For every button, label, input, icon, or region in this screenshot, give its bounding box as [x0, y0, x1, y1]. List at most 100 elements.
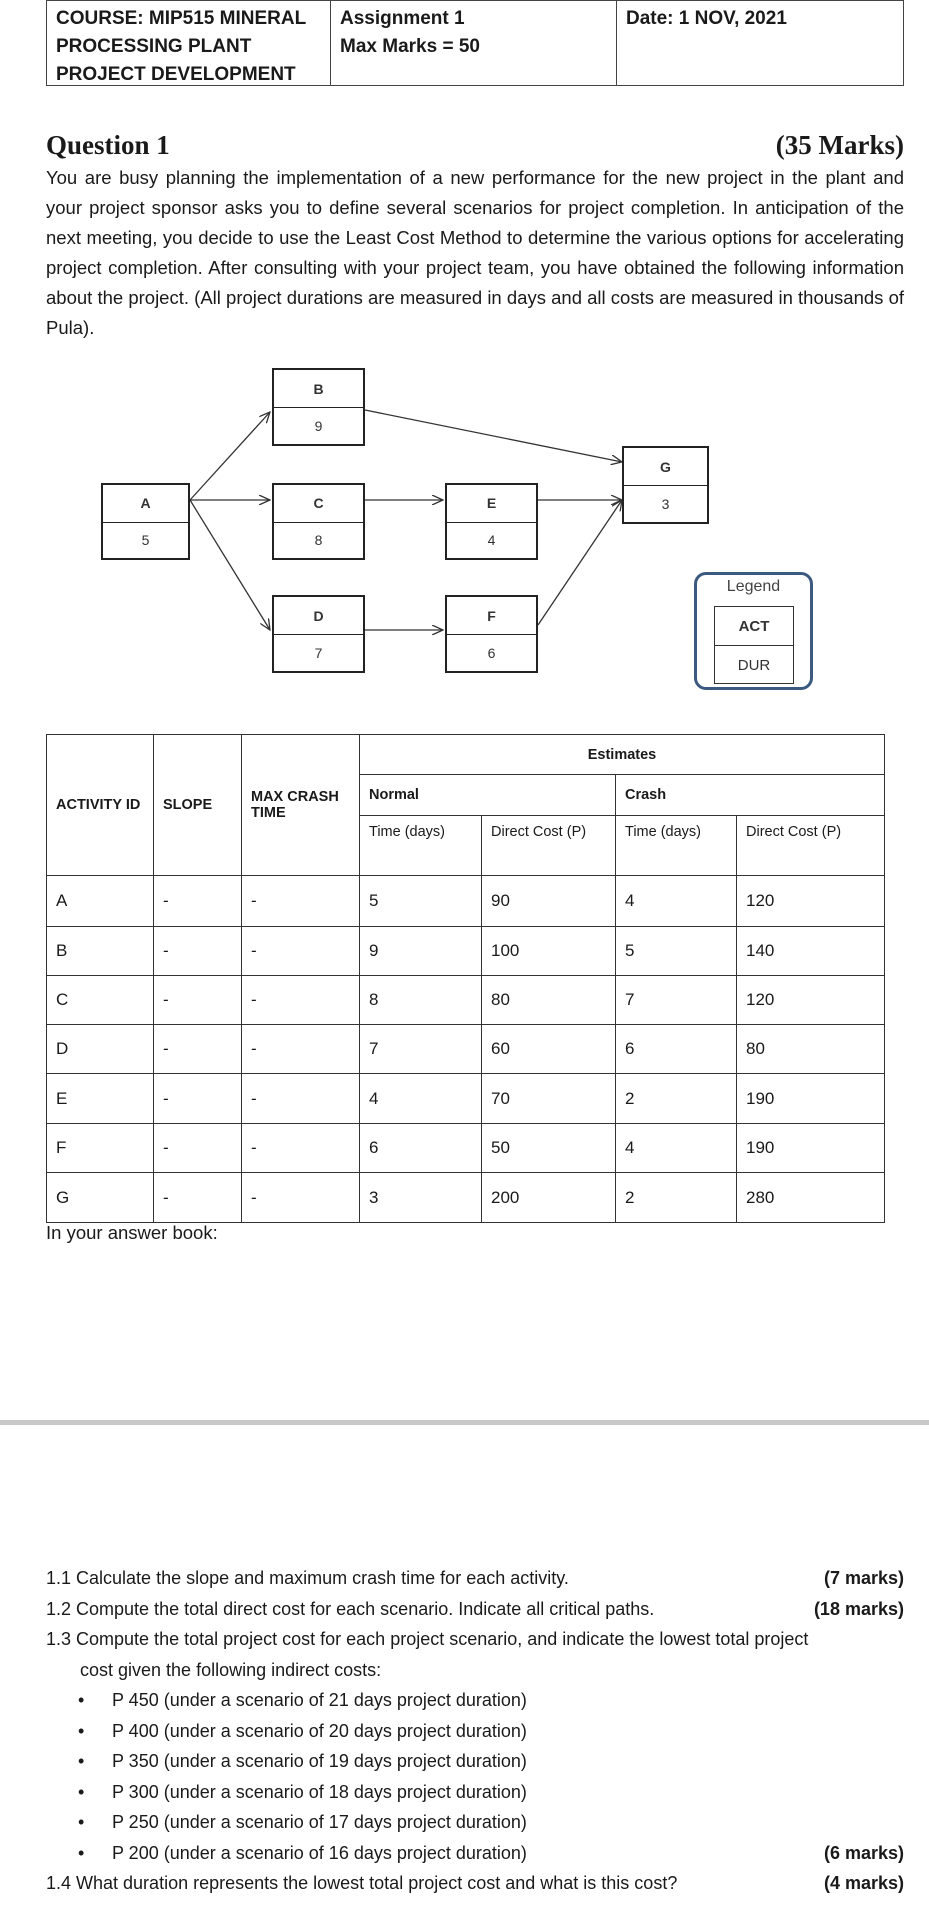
subquestion-marks: (18 marks) [813, 1598, 904, 1619]
header-normal: Normal [359, 774, 616, 816]
node-act: E [447, 485, 536, 523]
subquestion-text: cost given the following indirect costs: [80, 1659, 382, 1680]
cell: - [153, 926, 242, 976]
subquestion-text: 1.2 Compute the total direct cost for ea… [46, 1598, 655, 1619]
subquestion-marks: (6 marks) [823, 1842, 904, 1863]
node-act: D [274, 597, 363, 635]
cell: 2 [615, 1172, 737, 1223]
bullet-dot: • [78, 1720, 85, 1741]
assignment-title: Assignment 1 [340, 8, 465, 29]
header-estimates: Estimates [359, 734, 885, 775]
cell: - [153, 975, 242, 1025]
node-dur: 8 [314, 531, 323, 548]
cell: - [153, 1024, 242, 1074]
header-normal-time: Time (days) [359, 815, 482, 876]
header-crash: Crash [615, 774, 885, 816]
node-a: A 5 [101, 483, 190, 560]
cell: 6 [615, 1024, 737, 1074]
legend: Legend ACT DUR [694, 572, 813, 690]
cell: - [241, 975, 360, 1025]
subquestion-1-4: 1.4 What duration represents the lowest … [46, 1868, 904, 1899]
cell: 2 [615, 1073, 737, 1124]
cell: 9 [359, 926, 482, 976]
cell: - [153, 875, 242, 927]
question-intro: You are busy planning the implementation… [46, 167, 904, 338]
cell: 140 [736, 926, 885, 976]
cell: 5 [359, 875, 482, 927]
subquestion-marks: (7 marks) [823, 1568, 904, 1588]
answer-book-label: In your answer book: [46, 1222, 218, 1243]
cell: 6 [359, 1123, 482, 1173]
subquestion-1-3-cont: cost given the following indirect costs: [46, 1655, 904, 1686]
cell: 90 [481, 875, 616, 927]
assignment-cell: Assignment 1 Max Marks = 50 [331, 1, 617, 85]
node-act: F [447, 597, 536, 635]
subquestions: 1.1 Calculate the slope and maximum cras… [46, 1563, 904, 1899]
node-dur: 6 [487, 644, 496, 661]
subquestion-text: 1.1 Calculate the slope and maximum cras… [46, 1568, 569, 1588]
node-act: G [624, 448, 707, 486]
subquestion-1-3: 1.3 Compute the total project cost for e… [46, 1624, 904, 1655]
legend-dur: DUR [737, 656, 771, 674]
cell: - [241, 1172, 360, 1223]
cell: 280 [736, 1172, 885, 1223]
cell: 4 [359, 1073, 482, 1124]
node-dur: 7 [314, 644, 323, 661]
node-dur: 5 [141, 531, 150, 548]
bullet-item: • P 400 (under a scenario of 20 days proj… [46, 1716, 904, 1747]
subquestion-text: 1.4 What duration represents the lowest … [46, 1873, 678, 1893]
bullet-item: •P 350 (under a scenario of 19 days proj… [46, 1746, 904, 1777]
cell: 100 [481, 926, 616, 976]
cell: 7 [359, 1024, 482, 1074]
cell: 80 [736, 1024, 885, 1074]
cell: 120 [736, 875, 885, 927]
bullet-dot: • [78, 1781, 85, 1802]
cell: 50 [481, 1123, 616, 1173]
bullet-item: • P 300 (under a scenario of 18 days proj… [46, 1777, 904, 1808]
bullet-dot: • [78, 1751, 85, 1771]
header-table: COURSE: MIP515 MINERAL PROCESSING PLANT … [46, 0, 904, 86]
cell: - [241, 1123, 360, 1173]
node-dur: 4 [487, 531, 496, 548]
subquestion-marks: (4 marks) [823, 1873, 904, 1893]
bullet-text: P 250 (under a scenario of 17 days proje… [112, 1812, 527, 1832]
header-crash-time: Time (days) [615, 815, 737, 876]
header-normal-cost: Direct Cost (P) [481, 815, 616, 876]
node-act: A [103, 485, 188, 523]
bullet-text: P 400 (under a scenario of 20 days proje… [112, 1720, 527, 1741]
bullet-text: P 300 (under a scenario of 18 days proje… [112, 1781, 527, 1802]
cell: 190 [736, 1073, 885, 1124]
network-arrows [189, 409, 929, 680]
cell: 200 [481, 1172, 616, 1223]
cell: 8 [359, 975, 482, 1025]
cell: F [46, 1123, 154, 1173]
cell: C [46, 975, 154, 1025]
cell: - [241, 1024, 360, 1074]
cell: 7 [615, 975, 737, 1025]
cell: - [241, 875, 360, 927]
date-cell: Date: 1 NOV, 2021 [617, 1, 903, 85]
cell: 4 [615, 1123, 737, 1173]
estimates-table: ACTIVITY ID SLOPE MAX CRASH TIME Estimat… [46, 734, 885, 1223]
cell: G [46, 1172, 154, 1223]
bullet-item: •P 450 (under a scenario of 21 days proj… [46, 1685, 904, 1716]
cell: 80 [481, 975, 616, 1025]
bullet-item: •P 250 (under a scenario of 17 days proj… [46, 1807, 904, 1838]
header-crash-cost: Direct Cost (P) [736, 815, 885, 876]
cell: E [46, 1073, 154, 1124]
page-divider [0, 1420, 929, 1425]
bullet-dot: • [78, 1842, 85, 1863]
cell: - [153, 1073, 242, 1124]
cell: 5 [615, 926, 737, 976]
cell: D [46, 1024, 154, 1074]
node-act: B [274, 370, 363, 408]
arrow-a-b [189, 412, 270, 501]
arrow-b-g [364, 409, 622, 462]
node-e: E 4 [445, 483, 538, 560]
cell: 70 [481, 1073, 616, 1124]
